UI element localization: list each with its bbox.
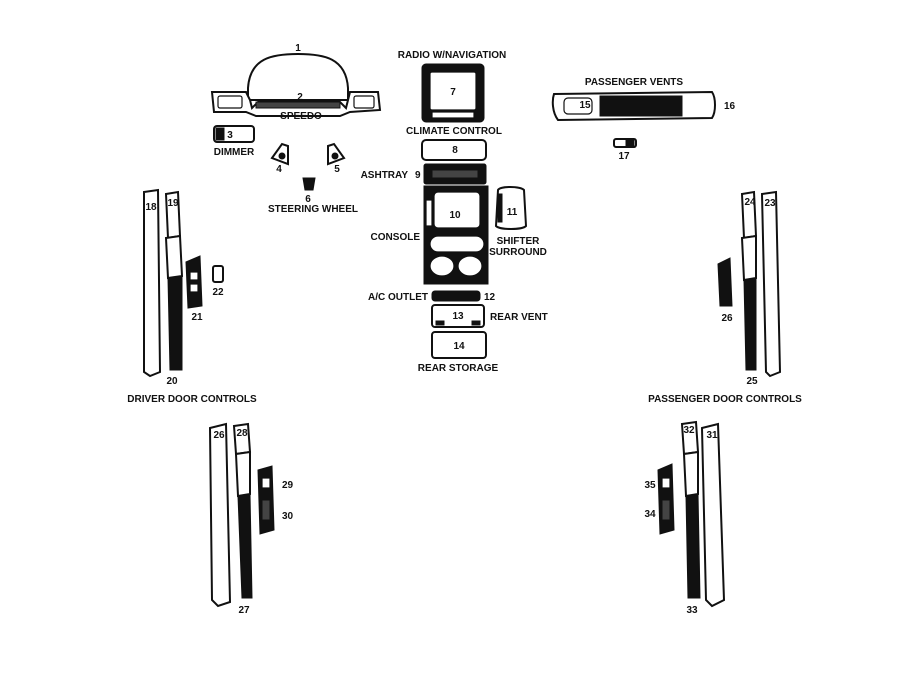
part-number: 4 xyxy=(276,164,282,175)
part-number: 28 xyxy=(236,428,248,439)
part-number: 13 xyxy=(452,311,464,322)
part-number: 17 xyxy=(618,151,630,162)
part-ashtray xyxy=(423,163,487,185)
label-rear-vent: REAR VENT xyxy=(490,312,548,323)
label-driver-door-controls: DRIVER DOOR CONTROLS xyxy=(127,394,257,405)
part-small-trim xyxy=(613,138,637,148)
part-dimmer xyxy=(213,125,255,143)
label-dimmer: DIMMER xyxy=(214,147,255,158)
label-radio: RADIO W/NAVIGATION xyxy=(398,50,507,61)
part-passenger-rear-switch xyxy=(657,463,675,535)
part-number: 7 xyxy=(450,87,456,98)
part-number: 11 xyxy=(507,207,518,218)
label-rear-storage: REAR STORAGE xyxy=(418,363,499,374)
part-driver-small-switch xyxy=(212,265,224,283)
part-rear-storage xyxy=(431,331,487,359)
label-speedo: SPEEDO xyxy=(280,111,322,122)
part-ac-outlet xyxy=(431,290,481,302)
part-number: 35 xyxy=(644,480,656,491)
part-number: 21 xyxy=(191,312,203,323)
part-steering-left xyxy=(270,142,289,166)
part-number: 8 xyxy=(452,145,458,156)
part-driver-rear-door-inner xyxy=(232,422,253,599)
part-driver-rear-door-strip xyxy=(208,422,232,608)
part-number: 30 xyxy=(282,511,294,522)
part-number: 14 xyxy=(453,341,465,352)
part-number: 20 xyxy=(166,376,178,387)
label-shifter: SHIFTER xyxy=(497,236,541,247)
part-climate-control xyxy=(421,139,487,161)
part-driver-switch-panel xyxy=(185,255,203,309)
label-steering-wheel: STEERING WHEEL xyxy=(268,204,358,215)
part-driver-rear-switch xyxy=(257,465,275,535)
part-number: 1 xyxy=(295,43,301,54)
part-number: 22 xyxy=(212,287,224,298)
part-shifter-surround xyxy=(494,186,528,230)
part-number: 2 xyxy=(297,92,303,103)
label-passenger-vents: PASSENGER VENTS xyxy=(585,77,683,88)
part-passenger-front-door-inner xyxy=(740,190,758,371)
part-driver-front-door-inner xyxy=(164,190,184,371)
part-number: 15 xyxy=(579,100,591,111)
part-number: 3 xyxy=(227,130,233,141)
label-ac-outlet: A/C OUTLET xyxy=(368,292,428,303)
part-number: 31 xyxy=(706,430,718,441)
part-radio-bezel xyxy=(421,63,485,123)
part-number: 9 xyxy=(415,170,421,181)
part-number: 6 xyxy=(305,194,311,205)
part-number: 25 xyxy=(746,376,758,387)
part-number: 18 xyxy=(145,202,157,213)
part-console xyxy=(423,185,489,285)
part-number: 33 xyxy=(686,605,698,616)
part-number: 27 xyxy=(238,605,250,616)
label-climate-control: CLIMATE CONTROL xyxy=(406,126,502,137)
part-number: 32 xyxy=(683,425,695,436)
part-passenger-switch-panel xyxy=(717,257,733,307)
label-passenger-door-controls: PASSENGER DOOR CONTROLS xyxy=(648,394,802,405)
part-passenger-vents xyxy=(551,90,716,122)
part-steering-center xyxy=(302,177,316,191)
part-number: 12 xyxy=(484,292,496,303)
part-number: 24 xyxy=(744,197,756,208)
label-surround: SURROUND xyxy=(489,247,547,258)
part-number: 26 xyxy=(213,430,225,441)
part-passenger-rear-door-strip xyxy=(700,422,726,608)
part-driver-front-door-strip xyxy=(143,188,162,378)
part-number: 26 xyxy=(721,313,733,324)
part-number: 10 xyxy=(449,210,461,221)
part-speedo-hood xyxy=(210,52,382,117)
part-rear-vent xyxy=(431,304,485,328)
part-number: 34 xyxy=(644,509,656,520)
part-number: 5 xyxy=(334,164,340,175)
label-console: CONSOLE xyxy=(371,232,421,243)
part-passenger-front-door-strip xyxy=(760,190,782,378)
part-number: 29 xyxy=(282,480,294,491)
part-steering-right xyxy=(327,142,346,166)
part-number: 16 xyxy=(724,101,736,112)
part-number: 23 xyxy=(764,198,776,209)
part-passenger-rear-door-inner xyxy=(680,420,701,599)
label-ashtray: ASHTRAY xyxy=(361,170,409,181)
part-number: 19 xyxy=(167,198,179,209)
